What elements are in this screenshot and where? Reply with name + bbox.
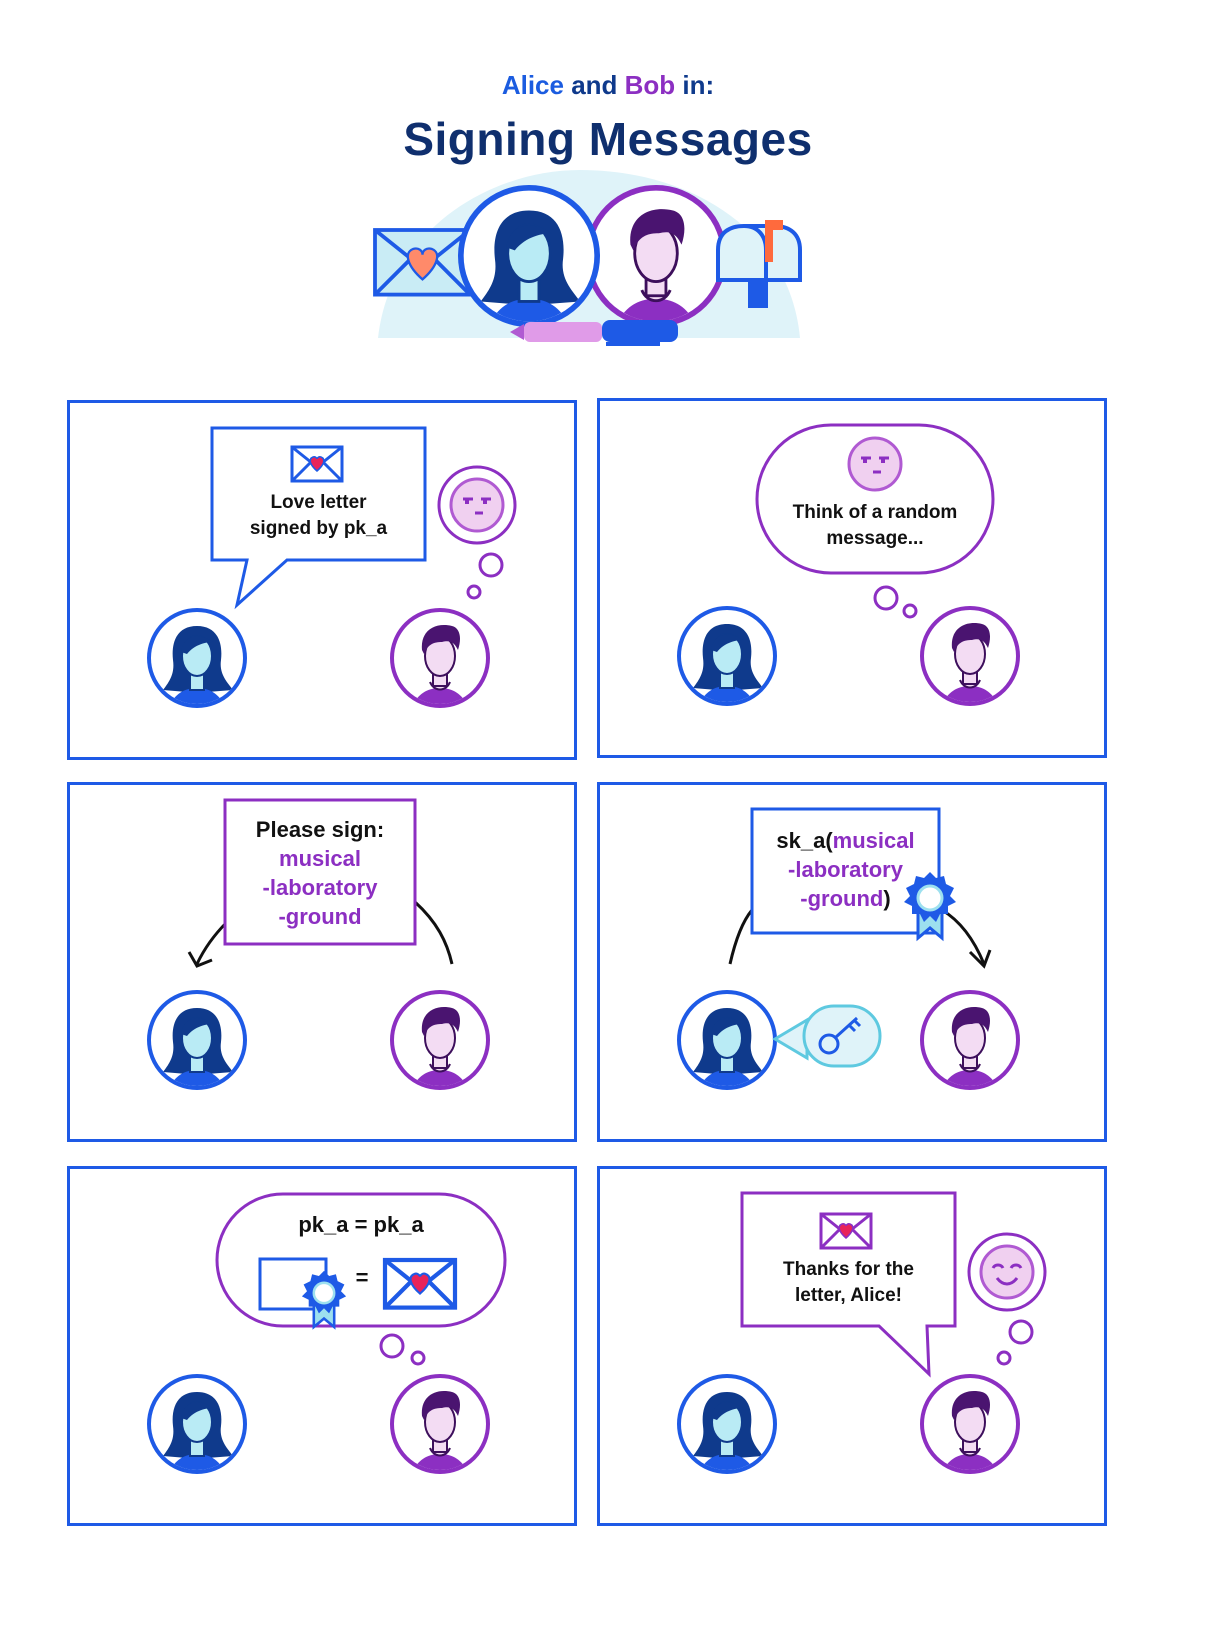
bob-avatar <box>392 992 488 1100</box>
bob-avatar <box>392 610 488 718</box>
key-icon <box>818 1016 862 1055</box>
panel-4-word-2: -laboratory <box>788 857 903 882</box>
subtitle-bob: Bob <box>624 70 676 100</box>
thought-face-icon <box>847 436 903 492</box>
panel-3-text: Please sign: musical -laboratory -ground <box>225 815 415 931</box>
panel-4-suffix: ) <box>883 886 891 911</box>
panel-4-text: sk_a(musical -laboratory -ground) <box>752 826 939 913</box>
panel-6-text: Thanks for the letter, Alice! <box>742 1257 955 1309</box>
envelope-heart-icon <box>290 445 344 483</box>
subtitle-in: in: <box>675 70 715 100</box>
panel-3-word-3: -ground <box>278 904 362 929</box>
mailbox-icon <box>716 220 802 308</box>
panel-1-line-2: signed by pk_a <box>249 518 388 539</box>
bob-avatar <box>922 608 1018 716</box>
panel-5-graphics <box>67 1192 507 1526</box>
envelope-heart-icon <box>819 1212 873 1250</box>
panel-5-equals: = <box>355 1265 369 1290</box>
panel-1-graphics <box>67 426 517 760</box>
panel-3-word-2: -laboratory <box>262 875 378 900</box>
panel-6-graphics <box>597 1191 1047 1526</box>
panel-3-graphics <box>67 798 577 1142</box>
alice-avatar <box>149 610 245 718</box>
panel-2-line-1: Think of a random <box>792 502 958 523</box>
panel-2-text: Think of a random message... <box>757 500 993 552</box>
subtitle-alice: Alice <box>501 70 564 100</box>
panel-2-graphics <box>597 423 1107 758</box>
alice-avatar <box>149 1376 245 1484</box>
envelope-heart-icon <box>385 1260 455 1308</box>
panel-3-word-1: musical <box>279 846 361 871</box>
alice-avatar <box>679 992 775 1100</box>
panel-1-text: Love letter signed by pk_a <box>212 490 425 542</box>
panel-4-line-1: sk_a(musical <box>752 826 939 855</box>
alice-avatar <box>149 992 245 1100</box>
panel-4-line-3: -ground) <box>752 884 939 913</box>
header-illustration <box>373 170 802 346</box>
thought-face-icon <box>449 477 505 533</box>
panel-6-line-2: letter, Alice! <box>794 1285 902 1306</box>
envelope-heart-icon <box>373 228 472 297</box>
panel-4-graphics <box>597 807 1107 1142</box>
alice-avatar <box>679 608 775 716</box>
pen-icon <box>510 320 678 346</box>
panel-4-word-1: musical <box>832 828 915 853</box>
key-bubble <box>772 1004 882 1068</box>
panel-5-equation: pk_a = pk_a <box>298 1212 424 1237</box>
happy-face-icon <box>979 1244 1035 1300</box>
subtitle-and: and <box>563 70 625 100</box>
panel-2-line-2: message... <box>826 528 924 549</box>
alice-avatar <box>679 1376 775 1484</box>
bob-avatar <box>392 1376 488 1484</box>
comic-title: Signing Messages <box>403 113 813 165</box>
bob-avatar <box>922 1376 1018 1484</box>
panel-4-prefix: sk_a( <box>776 828 833 853</box>
panel-6-line-1: Thanks for the <box>783 1259 914 1280</box>
panel-3-label: Please sign: <box>255 817 385 842</box>
panel-1-line-1: Love letter <box>270 492 367 513</box>
bob-avatar <box>922 992 1018 1100</box>
panel-4-word-3: -ground <box>800 886 884 911</box>
comic-subtitle: Alice and Bob in: <box>0 70 1216 101</box>
